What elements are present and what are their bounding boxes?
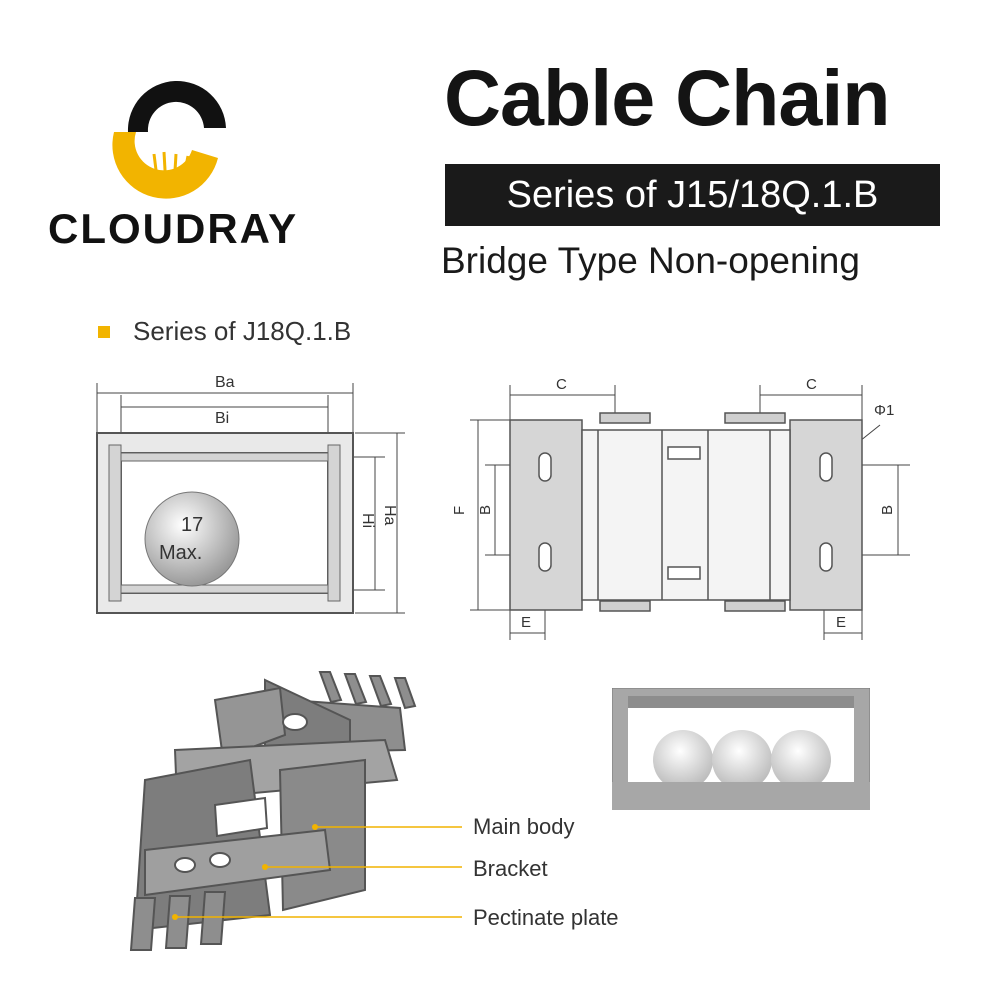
slot-hole — [538, 452, 552, 482]
cable-circle — [144, 491, 240, 587]
callout-bracket: Bracket — [473, 856, 548, 881]
callout-pectinate-plate: Pectinate plate — [473, 905, 619, 930]
dim-label-c-left: C — [556, 376, 567, 393]
dim-label-hi: Hi — [359, 513, 376, 528]
cable-circle — [771, 730, 831, 790]
cable-circle — [712, 730, 772, 790]
cloudray-logo-icon — [112, 80, 226, 199]
cable-circle — [653, 730, 713, 790]
cable-chain-3d-illustration — [129, 671, 417, 951]
link-right-plate — [789, 419, 863, 611]
cross-section-drawing: 17 Max. Ba Bi Hi Ha — [96, 374, 405, 614]
slot-hole — [819, 542, 833, 572]
series-banner: Series of J15/18Q.1.B — [445, 164, 940, 226]
cable-size-value: 17 — [181, 514, 203, 536]
dim-label-e-left: E — [521, 614, 531, 631]
dim-label-bi: Bi — [215, 410, 229, 427]
page-title: Cable Chain — [444, 53, 891, 142]
page-subtitle: Bridge Type Non-opening — [441, 240, 860, 281]
dim-label-ba: Ba — [215, 374, 235, 391]
brand-name: CLOUDRAY — [48, 205, 299, 252]
callout-main-body: Main body — [473, 814, 575, 839]
dim-label-ha: Ha — [381, 505, 398, 526]
dim-label-b-left: B — [477, 505, 494, 515]
dim-label-f: F — [451, 506, 468, 515]
series-banner-text: Series of J15/18Q.1.B — [506, 173, 879, 216]
dim-label-e-right: E — [836, 614, 846, 631]
slot-hole — [819, 452, 833, 482]
cable-size-note: Max. — [159, 542, 202, 564]
section-heading: Series of J18Q.1.B — [133, 316, 352, 346]
chain-cross-section-photo — [612, 688, 870, 810]
dim-label-b-right: B — [879, 505, 896, 515]
bullet-square-icon — [98, 326, 110, 338]
slot-hole — [538, 542, 552, 572]
dim-label-c-right: C — [806, 376, 817, 393]
dim-label-diameter: Φ1 — [874, 402, 894, 419]
link-dimension-drawing: C C Φ1 F B B E E — [451, 376, 910, 640]
